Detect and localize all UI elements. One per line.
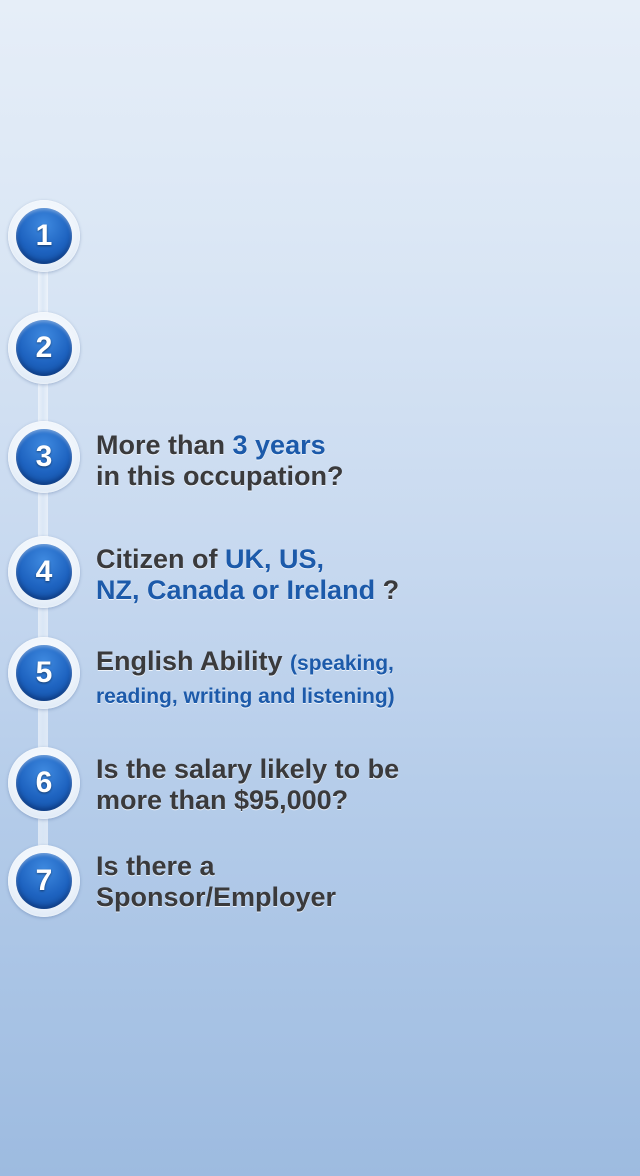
step-question: More than 3 years in this occupation? bbox=[96, 430, 344, 491]
step-badge: 4 bbox=[8, 536, 80, 608]
step-number: 2 bbox=[35, 331, 53, 364]
step-question: Is the salary likely to be more than $95… bbox=[96, 754, 400, 815]
step-number: 5 bbox=[35, 656, 53, 689]
step-number: 7 bbox=[35, 864, 53, 897]
step-badge: 7 bbox=[8, 845, 80, 917]
step-badge: 5 bbox=[8, 637, 80, 709]
step-badge: 2 bbox=[8, 312, 80, 384]
step-badge: 1 bbox=[8, 200, 80, 272]
step-question: Is there a Sponsor/Employer bbox=[96, 851, 337, 912]
step-number: 3 bbox=[35, 440, 53, 473]
step-badge: 3 bbox=[8, 421, 80, 493]
step-question: English Ability (speaking, reading, writ… bbox=[96, 646, 395, 708]
step-question: Citizen of UK, US, NZ, Canada or Ireland… bbox=[96, 544, 400, 605]
step-badge: 6 bbox=[8, 747, 80, 819]
step-number: 4 bbox=[35, 555, 53, 588]
step-number: 6 bbox=[35, 766, 53, 799]
step-number: 1 bbox=[35, 219, 53, 252]
